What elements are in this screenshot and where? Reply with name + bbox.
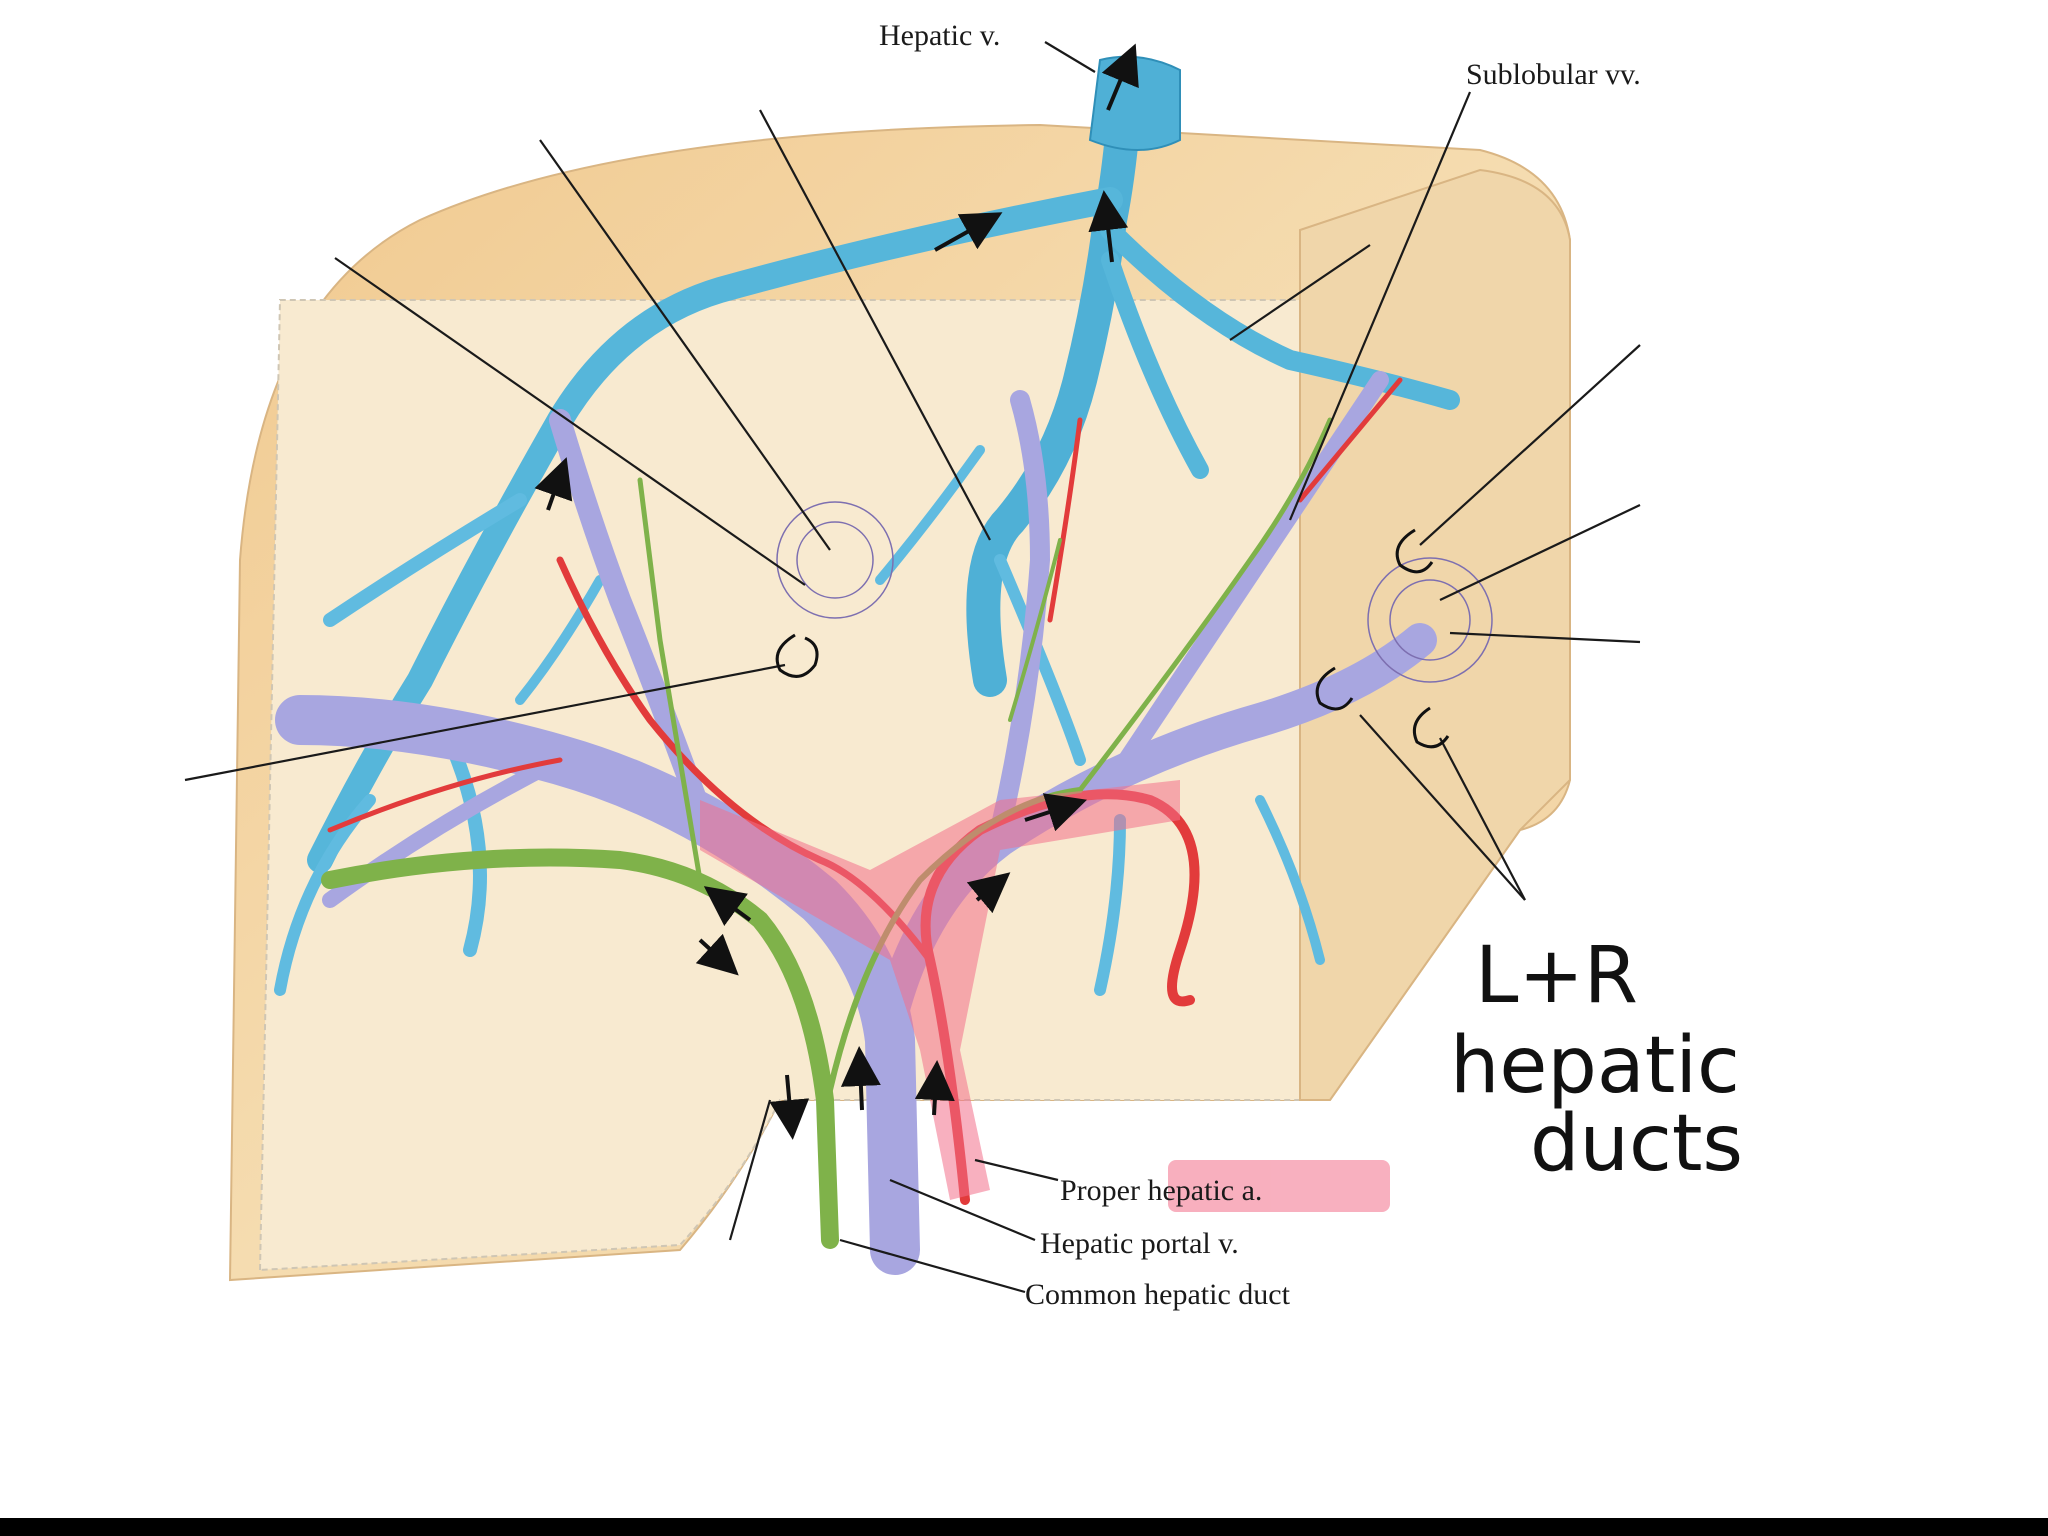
handwritten-marks xyxy=(775,528,1450,749)
label-common-hepatic-duct: Common hepatic duct xyxy=(1025,1278,1291,1311)
handwritten-note-line2: hepatic xyxy=(1450,1021,1740,1111)
handwritten-note-line3: ducts xyxy=(1530,1099,1743,1189)
highlight-marks xyxy=(700,780,1390,1212)
label-hepatic-v: Hepatic v. xyxy=(879,19,1000,52)
handwritten-note-line1: L+R xyxy=(1475,931,1638,1021)
bottom-bar xyxy=(0,1518,2048,1536)
lobule-circles xyxy=(776,501,1493,683)
leader-lines xyxy=(184,41,1641,1294)
label-proper-hepatic-a: Proper hepatic a. xyxy=(1060,1174,1262,1207)
label-sublobular-vv: Sublobular vv. xyxy=(1466,58,1641,91)
label-hepatic-portal-v: Hepatic portal v. xyxy=(1040,1227,1239,1260)
flow-arrow-icon xyxy=(534,43,1139,1140)
